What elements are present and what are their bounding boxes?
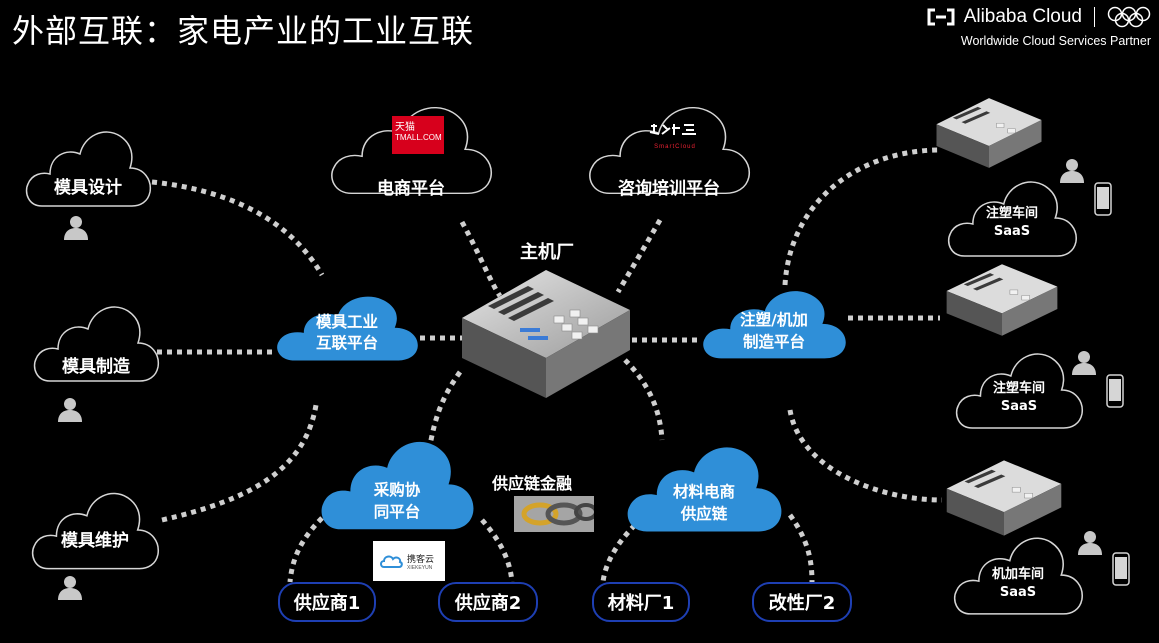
tool-label: 模具设计 [54, 178, 122, 198]
cloud-outline-icon [955, 353, 1083, 429]
link-purchase-sup2 [480, 518, 515, 583]
material-platform-line2: 供应链 [680, 505, 728, 523]
workshop-saas: SaaS [993, 224, 1031, 239]
purchase-platform-line2: 同平台 [373, 503, 421, 521]
cloud-outline-icon [947, 181, 1077, 257]
supplier-node: 材料厂1 [592, 582, 690, 622]
brand-block: Alibaba Cloud Worldwide Cloud Services P… [926, 6, 1151, 48]
tmall-logo-sub: TMALL.COM [395, 133, 442, 142]
workshop-factory-icon [936, 98, 1042, 168]
link-maintain-mold [161, 404, 319, 523]
workshop-cloud: 注塑车间 SaaS [952, 344, 1086, 432]
alibaba-cloud-logo-icon [927, 8, 955, 26]
link-hub-material [623, 358, 665, 441]
mold-platform-line1: 模具工业 [315, 313, 378, 331]
cloud-shape-icon [321, 441, 474, 530]
workshop-factory-icon [946, 460, 1062, 536]
workshop-cloud: 注塑车间 SaaS [944, 172, 1080, 260]
purchase-platform-cloud: 采购协 同平台 [316, 430, 478, 534]
link-material-mat1 [600, 523, 637, 583]
purchase-platform-line1: 采购协 [373, 481, 421, 499]
material-platform-line1: 材料电商 [672, 483, 735, 501]
tool-label: 模具制造 [62, 357, 130, 377]
xiekeyun-text: 携客云 [407, 555, 435, 565]
workshop-name: 注塑车间 [985, 206, 1038, 221]
workshop-factory-icon [946, 264, 1058, 336]
smartcloud-logo-icon [649, 124, 696, 135]
tool-cloud-design: 模具设计 [22, 122, 154, 210]
person-icon [1060, 159, 1084, 183]
workshop-name: 机加车间 [991, 567, 1044, 582]
brand-name: Alibaba Cloud [963, 6, 1082, 27]
material-platform-cloud: 材料电商 供应链 [622, 436, 786, 536]
tmall-logo-text: 天猫 [395, 122, 415, 133]
cloud-shape-icon [703, 291, 846, 359]
brand-divider [1094, 7, 1095, 27]
workshop-cloud: 机加车间 SaaS [950, 528, 1086, 618]
cloud-outline-icon [31, 492, 159, 570]
tool-cloud-manufacture: 模具制造 [30, 296, 162, 386]
cloud-outline-icon [589, 107, 750, 195]
cloud-outline-icon [25, 131, 152, 207]
mold-platform-line2: 互联平台 [315, 334, 378, 352]
tmall-logo: 天猫 TMALL.COM [392, 116, 444, 154]
link-hub-purchase [427, 370, 463, 446]
consulting-cloud: SmartCloud 咨询培训平台 [584, 96, 754, 199]
page-title: 外部互联：家电产业的工业互联 [12, 12, 475, 50]
hub-factory-icon [462, 270, 630, 398]
mold-platform-cloud: 模具工业 互联平台 [272, 288, 422, 364]
injection-platform-cloud: 注塑/机加 制造平台 [698, 282, 850, 362]
tool-cloud-maintain: 模具维护 [28, 482, 162, 574]
olympic-rings-icon [1107, 6, 1151, 28]
workshop-name: 注塑车间 [992, 381, 1045, 396]
person-icon [58, 576, 82, 600]
phone-icon [1106, 374, 1124, 408]
hub-label: 主机厂 [520, 242, 574, 263]
brand-tagline: Worldwide Cloud Services Partner [960, 34, 1151, 48]
brand-line: Alibaba Cloud [926, 6, 1151, 28]
link-design-mold [151, 179, 325, 277]
ecommerce-label: 电商平台 [377, 179, 445, 199]
cloud-outline-icon [33, 306, 160, 382]
smartcloud-logo-text: SmartCloud [654, 144, 696, 150]
cloud-shape-icon [627, 447, 782, 532]
link-material-mod2 [787, 513, 815, 583]
consulting-label: 咨询培训平台 [618, 179, 720, 199]
person-icon [1078, 531, 1102, 555]
link-ecom-hub [459, 220, 503, 298]
chain-link-icon [514, 496, 594, 532]
workshop-saas: SaaS [1000, 399, 1038, 414]
supplier-node: 供应商1 [278, 582, 376, 622]
ecommerce-cloud: 天猫 TMALL.COM 电商平台 [326, 96, 496, 199]
link-injection-ws1 [782, 147, 941, 286]
link-injection-ws3 [787, 409, 943, 503]
person-icon [64, 216, 88, 240]
injection-platform-line2: 制造平台 [742, 333, 805, 351]
injection-platform-line1: 注塑/机加 [740, 311, 808, 329]
person-icon [1072, 351, 1096, 375]
phone-icon [1112, 552, 1130, 586]
xiekeyun-cloud-icon [380, 555, 403, 568]
link-consult-hub [615, 218, 663, 294]
phone-icon [1094, 182, 1112, 216]
xiekeyun-sub: XIEKEYUN [407, 565, 433, 571]
cloud-outline-icon [953, 537, 1083, 615]
cloud-shape-icon [277, 296, 418, 361]
tool-label: 模具维护 [61, 531, 129, 551]
workshop-saas: SaaS [999, 585, 1037, 600]
finance-label: 供应链金融 [492, 474, 573, 493]
person-icon [58, 398, 82, 422]
supplier-node: 供应商2 [438, 582, 538, 622]
supplier-node: 改性厂2 [752, 582, 852, 622]
xiekeyun-logo: 携客云 XIEKEYUN [373, 541, 445, 581]
